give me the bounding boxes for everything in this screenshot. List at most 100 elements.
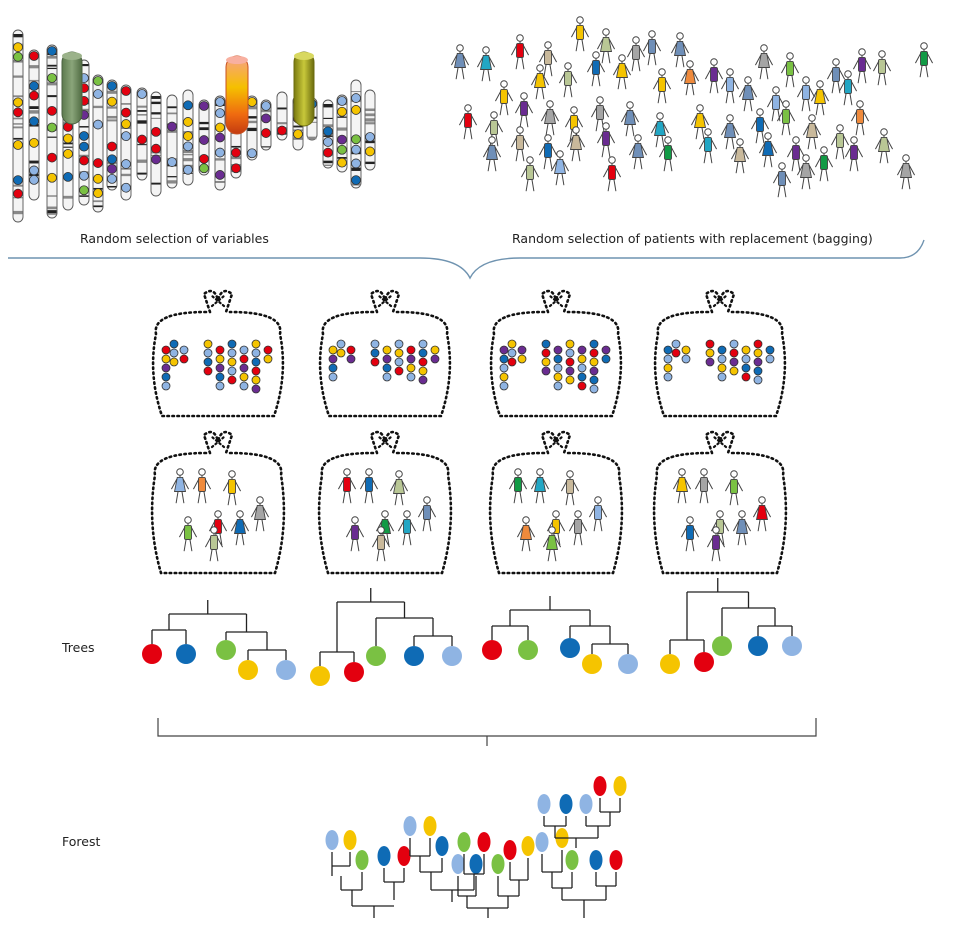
tree-leaf [404, 646, 424, 666]
variable-dot [337, 157, 347, 168]
variable-dot [239, 354, 249, 364]
person-icon [510, 126, 530, 162]
variable-dot [227, 375, 237, 385]
person-arm [872, 60, 880, 72]
variable-dot [227, 348, 237, 358]
person-arm [590, 106, 598, 118]
person-leg [771, 109, 775, 122]
variable-dot [601, 354, 611, 364]
person-body [735, 519, 749, 534]
person-leg [535, 491, 539, 504]
person-leg [755, 131, 759, 144]
person-leg [613, 179, 617, 192]
bag-outline [150, 451, 286, 575]
person-body [544, 143, 552, 158]
person-body [533, 73, 547, 88]
person-leg [370, 491, 374, 504]
person-leg [781, 123, 785, 136]
chromosome-band [13, 95, 23, 98]
variable-dot [247, 148, 257, 159]
person-leg [841, 147, 845, 160]
person-head [572, 126, 580, 134]
person-body [799, 163, 813, 178]
chromosome-band [151, 112, 161, 115]
person-arm [337, 478, 345, 490]
person-arm [732, 78, 740, 90]
person-head [602, 122, 610, 130]
person-leg [553, 549, 557, 562]
person-leg [487, 69, 491, 82]
person-arm [684, 478, 692, 490]
chromosome-band [121, 103, 131, 105]
person-body [778, 171, 786, 186]
variable-dot [418, 366, 428, 376]
person-arm [814, 124, 822, 136]
person-arm [580, 520, 588, 532]
chromosome-body [166, 94, 178, 189]
person-body [786, 61, 794, 76]
chromosome-band [29, 106, 39, 109]
person-body [899, 163, 913, 178]
variable-dot [107, 141, 117, 152]
variable-dot [215, 108, 225, 119]
person-leg [575, 39, 579, 52]
person-icon [588, 496, 608, 532]
person-icon [596, 122, 616, 158]
person-body [464, 113, 472, 128]
chromosome-band [247, 116, 257, 119]
chromosome-band [137, 114, 147, 116]
person-body [479, 55, 493, 70]
person-body [602, 131, 610, 146]
variable-dot [151, 126, 161, 137]
person-body [615, 63, 629, 78]
person-head [365, 468, 373, 476]
person-leg [735, 493, 739, 506]
variables-label: Random selection of variables [80, 231, 269, 246]
person-head [634, 134, 642, 142]
variable-dot [351, 93, 361, 103]
person-leg [481, 69, 485, 82]
variable-dot [351, 175, 361, 186]
person-leg [691, 539, 695, 552]
tree-leaf [276, 660, 296, 680]
decision-tree-icon [482, 596, 638, 674]
person-arm [532, 166, 540, 178]
person-leg [877, 73, 881, 86]
person-leg [783, 185, 787, 198]
person-arm [620, 111, 628, 123]
tree-leaf [344, 662, 364, 682]
person-head [716, 510, 724, 518]
person-head [736, 138, 744, 146]
person-arm [692, 526, 700, 538]
person-arm [514, 102, 522, 114]
person-icon [874, 128, 894, 164]
person-leg [515, 149, 519, 162]
chromosome-icon [136, 87, 148, 181]
person-icon [570, 16, 590, 52]
variable-dot [137, 89, 147, 99]
variable-dot [589, 366, 599, 376]
person-body [545, 535, 559, 550]
person-head [726, 68, 734, 76]
person-body [858, 57, 866, 72]
variable-dot [161, 381, 171, 391]
person-leg [843, 93, 847, 106]
variable-dot [231, 163, 241, 174]
person-icon [476, 46, 496, 82]
person-body [675, 477, 689, 492]
person-body [564, 71, 572, 86]
variable-dot [251, 375, 261, 385]
person-leg [525, 115, 529, 128]
bag-icon [318, 289, 452, 418]
variable-dot [29, 81, 39, 91]
variable-dot [553, 354, 563, 364]
chromosome-icon [46, 44, 58, 219]
person-icon [345, 516, 365, 552]
variable-dot [328, 345, 338, 355]
person-head [214, 510, 222, 518]
person-arm [718, 536, 726, 548]
person-icon [568, 510, 588, 546]
person-head [686, 516, 694, 524]
person-head [548, 526, 556, 534]
person-icon [914, 42, 934, 78]
